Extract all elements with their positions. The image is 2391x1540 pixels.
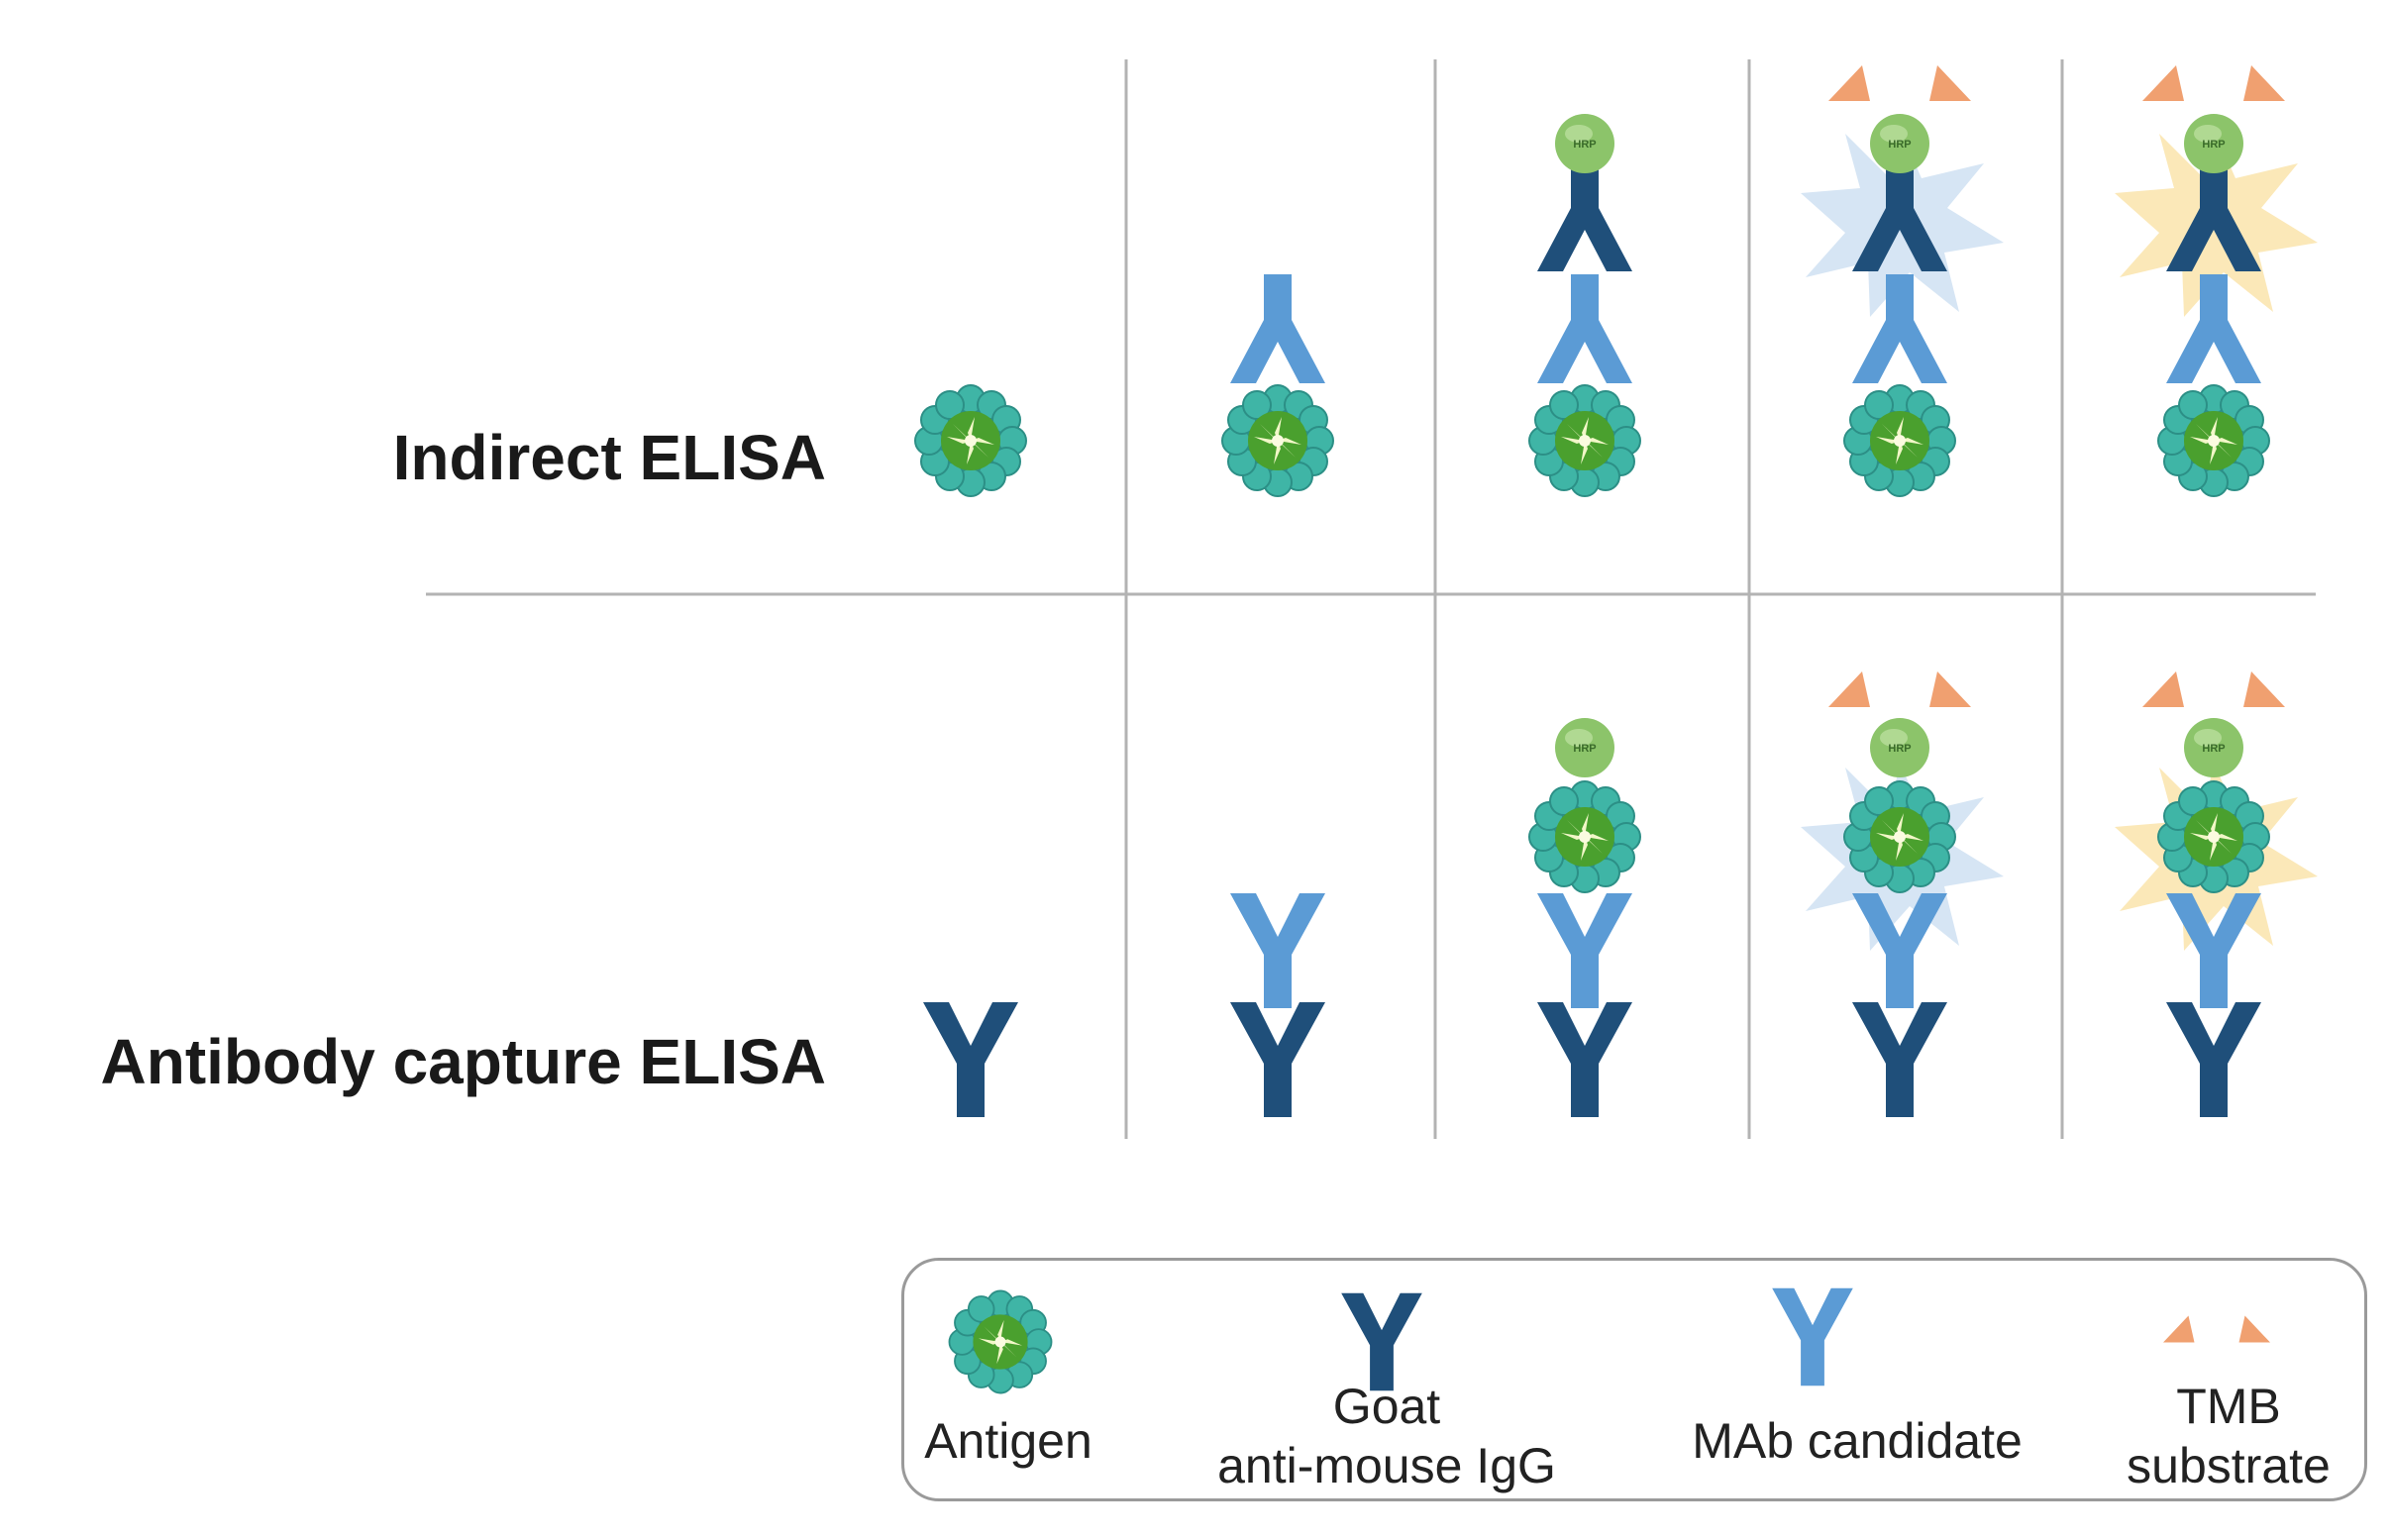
antigen-icon bbox=[1843, 384, 1956, 497]
legend-goat-label: Goat anti-mouse IgG bbox=[1179, 1377, 1595, 1495]
antigen-icon bbox=[1528, 780, 1641, 893]
antigen-icon bbox=[1528, 384, 1641, 497]
hrp-label: HRP bbox=[2202, 139, 2225, 151]
tmb-substrate-icon bbox=[1828, 671, 1971, 707]
antigen-icon bbox=[2157, 384, 2270, 497]
legend-tmb-label: TMB substrate bbox=[2095, 1377, 2362, 1495]
tmb-substrate-icon bbox=[1828, 65, 1971, 101]
goat-antibody-icon bbox=[1537, 1002, 1632, 1117]
legend-goat-line2: anti-mouse IgG bbox=[1217, 1438, 1556, 1493]
capture-row bbox=[923, 671, 2318, 1117]
hrp-label: HRP bbox=[1888, 743, 1911, 755]
goat-antibody-icon bbox=[1852, 1002, 1947, 1117]
legend-tmb-line2: substrate bbox=[2127, 1438, 2331, 1493]
legend-antigen-label: Antigen bbox=[909, 1411, 1107, 1471]
goat-antibody-icon bbox=[1537, 162, 1632, 271]
legend-box bbox=[901, 1258, 2367, 1501]
mab-antibody-icon bbox=[1230, 893, 1325, 1008]
mab-antibody-icon bbox=[1230, 274, 1325, 383]
antigen-icon bbox=[1221, 384, 1334, 497]
legend-tmb-line1: TMB bbox=[2176, 1379, 2281, 1434]
row-label-indirect-elisa: Indirect ELISA bbox=[392, 422, 826, 493]
antigen-icon bbox=[914, 384, 1027, 497]
mab-antibody-icon bbox=[1537, 893, 1632, 1008]
legend-mab-label: MAb candidate bbox=[1649, 1411, 2065, 1471]
legend-goat-line1: Goat bbox=[1332, 1379, 1441, 1434]
tmb-substrate-icon bbox=[2142, 671, 2285, 707]
legend-mab-text: MAb candidate bbox=[1692, 1413, 2023, 1469]
hrp-labels: HRP HRP HRP HRP HRP HRP bbox=[1573, 139, 2225, 755]
goat-antibody-icon bbox=[2166, 1002, 2261, 1117]
goat-antibody-icon bbox=[1230, 1002, 1325, 1117]
legend-antigen-text: Antigen bbox=[924, 1413, 1092, 1469]
row-label-antibody-capture-elisa: Antibody capture ELISA bbox=[100, 1026, 827, 1097]
goat-antibody-icon bbox=[923, 1002, 1018, 1117]
hrp-label: HRP bbox=[1573, 743, 1596, 755]
grid-lines bbox=[426, 59, 2316, 1139]
tmb-substrate-icon bbox=[2142, 65, 2285, 101]
hrp-label: HRP bbox=[1573, 139, 1596, 151]
mab-antibody-icon bbox=[1537, 274, 1632, 383]
hrp-label: HRP bbox=[2202, 743, 2225, 755]
hrp-label: HRP bbox=[1888, 139, 1911, 151]
